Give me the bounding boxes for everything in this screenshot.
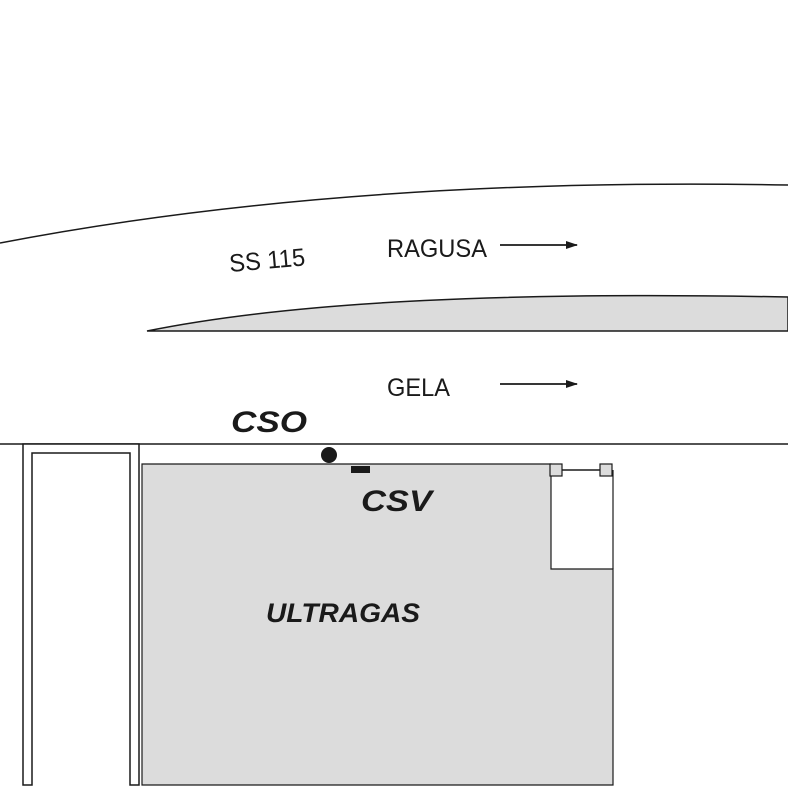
direction-gela-label: GELA: [387, 374, 450, 402]
road-name-label: SS 115: [228, 243, 306, 278]
ultragas-label: ULTRAGAS: [266, 598, 420, 628]
gate-post-right-icon: [599, 463, 613, 477]
csv-label: CSV: [361, 485, 435, 518]
side-lane: [22, 443, 140, 786]
direction-ragusa-label: RAGUSA: [387, 235, 487, 263]
gate-post-left-icon: [549, 463, 563, 477]
cso-label: CSO: [231, 406, 307, 439]
csv-marker-icon: [351, 466, 370, 473]
road-median: [146, 294, 788, 332]
cso-marker-icon: [321, 447, 337, 463]
road-upper-edge: [0, 183, 788, 244]
